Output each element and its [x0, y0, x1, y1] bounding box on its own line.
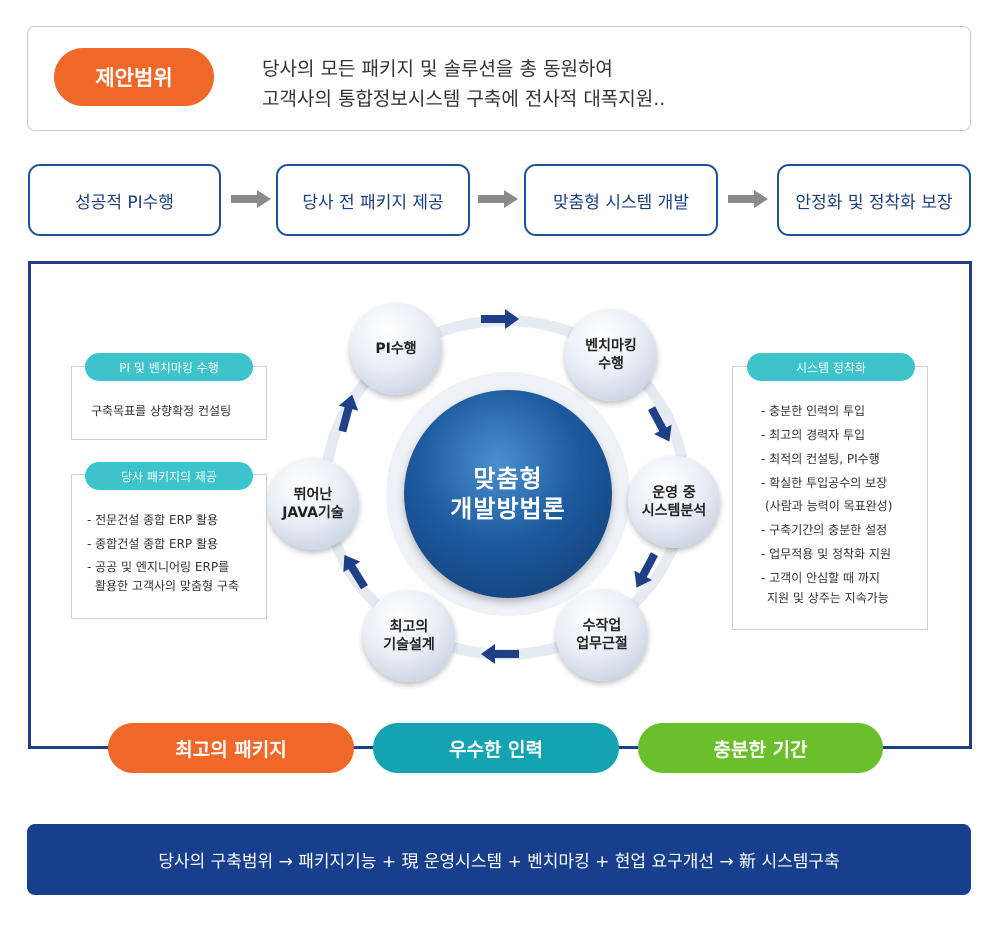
node-tech-design: 최고의 기술설계 — [363, 590, 455, 682]
node-manual-line1: 수작업 — [582, 618, 622, 634]
node-benchmarking-line2: 수행 — [598, 356, 624, 372]
panel-settle-item: - 최적의 컨설팅, PI수행 — [761, 452, 880, 466]
pillar-connector — [352, 746, 374, 749]
step-arrow-icon — [478, 190, 518, 208]
cycle-arrow-icon — [648, 406, 672, 442]
panel-package-item: 활용한 고객사의 맞춤형 구축 — [95, 579, 239, 593]
panel-settle-item: - 확실한 투입공수의 보장 — [761, 476, 888, 490]
panel-system-settle — [732, 366, 928, 630]
proposal-text-line1: 당사의 모든 패키지 및 솔루션을 총 동원하여 — [262, 58, 613, 80]
panel-package-item: - 종합건설 종합 ERP 활용 — [87, 537, 219, 551]
panel-settle-item: - 고객이 안심할 때 까지 — [761, 571, 880, 585]
panel-package — [71, 474, 267, 619]
pillar-package: 최고의 패키지 — [108, 723, 354, 773]
node-design-line2: 기술설계 — [383, 637, 435, 653]
node-java-line2: JAVA기술 — [282, 505, 344, 521]
panel-package-title: 당사 패키지의 제공 — [85, 462, 253, 490]
cycle-arrow-icon — [338, 394, 359, 433]
node-pi-label: PI수행 — [375, 341, 417, 357]
proposal-badge: 제안범위 — [54, 48, 214, 106]
panel-settle-item: - 충분한 인력의 투입 — [761, 404, 866, 418]
panel-pi-bench-title: PI 및 벤치마킹 수행 — [85, 353, 253, 381]
node-operation-line2: 시스템분석 — [641, 503, 707, 519]
scope-summary-bar: 당사의 구축범위 → 패키지기능 + 現 운영시스템 + 벤치마킹 + 현업 요… — [27, 824, 971, 895]
panel-settle-item: 지원 및 상주는 지속가능 — [767, 591, 889, 605]
panel-settle-item: - 최고의 경력자 투입 — [761, 428, 866, 442]
node-java: 뛰어난 JAVA기술 — [267, 458, 359, 550]
cycle-arrow-icon — [481, 309, 519, 329]
step-arrow-icon — [231, 190, 271, 208]
panel-settle-item: (사람과 능력이 목표완성) — [765, 499, 893, 513]
pillar-staff: 우수한 인력 — [373, 723, 619, 773]
pillar-connector — [618, 746, 640, 749]
step-custom-dev: 맞춤형 시스템 개발 — [524, 164, 718, 236]
core-title-line2: 개발방법론 — [450, 495, 566, 523]
node-operation-line1: 운영 중 — [652, 485, 696, 501]
panel-settle-item: - 구축기간의 충분한 설정 — [761, 523, 888, 537]
proposal-text-line2: 고객사의 통합정보시스템 구축에 전사적 대폭지원.. — [262, 88, 666, 110]
step-pi: 성공적 PI수행 — [28, 164, 221, 236]
panel-package-item: - 공공 및 엔지니어링 ERP를 — [87, 560, 230, 574]
cycle-arrow-icon — [481, 644, 519, 664]
panel-package-item: - 전문건설 종합 ERP 활용 — [87, 513, 219, 527]
core-circle: 맞춤형 개발방법론 — [404, 390, 612, 598]
cycle-arrow-icon — [634, 552, 658, 588]
node-pi: PI수행 — [350, 303, 442, 395]
step-stabilize: 안정화 및 정착화 보장 — [777, 164, 971, 236]
panel-settle-item: - 업무적용 및 정착화 지원 — [761, 547, 891, 561]
panel-system-settle-title: 시스템 정착화 — [747, 353, 915, 381]
node-java-line1: 뛰어난 — [293, 487, 333, 503]
node-benchmarking-line1: 벤치마킹 — [585, 338, 637, 354]
node-operation-analysis: 운영 중 시스템분석 — [628, 456, 720, 548]
node-manual-eradication: 수작업 업무근절 — [556, 589, 648, 681]
panel-pi-bench-item: 구축목표를 상향확정 컨설팅 — [91, 404, 232, 418]
cycle-arrow-icon — [343, 555, 368, 590]
pillar-period: 충분한 기간 — [638, 723, 883, 773]
core-title-line1: 맞춤형 — [473, 465, 543, 493]
step-arrow-icon — [728, 190, 768, 208]
node-benchmarking: 벤치마킹 수행 — [565, 309, 657, 401]
step-package: 당사 전 패키지 제공 — [276, 164, 470, 236]
node-manual-line2: 업무근절 — [576, 636, 628, 652]
node-design-line1: 최고의 — [389, 619, 429, 635]
